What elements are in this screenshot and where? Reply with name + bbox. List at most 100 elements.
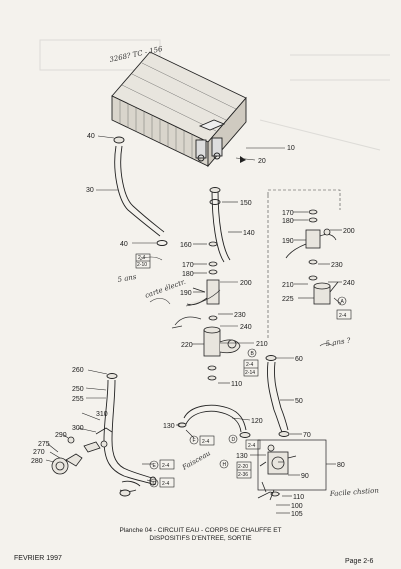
label-190-center: 190 xyxy=(180,290,192,297)
label-180-right: 180 xyxy=(282,218,294,225)
label-140: 140 xyxy=(243,230,255,237)
svg-text:2-10: 2-10 xyxy=(137,262,147,268)
caption-line-1: Planche 04 - CIRCUIT EAU - CORPS DE CHAU… xyxy=(119,527,282,534)
central-valve-stack xyxy=(186,241,241,381)
svg-text:2-14: 2-14 xyxy=(245,370,255,376)
svg-text:H: H xyxy=(223,462,227,468)
label-130-left: 130 xyxy=(163,423,175,430)
svg-text:E: E xyxy=(153,463,157,469)
label-240-right: 240 xyxy=(343,280,355,287)
label-200-center: 200 xyxy=(240,280,252,287)
ref-box-8: 2-20 2-36 xyxy=(236,461,252,479)
letter-c: C xyxy=(149,478,159,488)
svg-text:2-4: 2-4 xyxy=(138,255,145,261)
ref-box-5: 2-4 xyxy=(159,459,175,470)
pump-90 xyxy=(259,444,297,475)
label-280: 280 xyxy=(31,458,43,465)
caption-line-2: DISPOSITIFS D'ENTREE, SORTIE xyxy=(149,535,252,542)
letter-a: A xyxy=(337,296,347,306)
svg-text:2-4: 2-4 xyxy=(339,313,346,319)
pipe-120 xyxy=(177,404,251,438)
letter-e: E xyxy=(149,460,159,470)
label-210-center: 210 xyxy=(256,341,268,348)
label-190-right: 190 xyxy=(282,238,294,245)
label-255: 255 xyxy=(72,396,84,403)
label-300: 300 xyxy=(72,425,84,432)
label-80: 80 xyxy=(337,462,345,469)
pipe-50 xyxy=(265,355,290,437)
svg-text:2-4: 2-4 xyxy=(162,481,169,487)
svg-text:B: B xyxy=(251,351,255,357)
letter-h: H xyxy=(219,459,229,469)
label-30: 30 xyxy=(86,187,94,194)
label-290: 290 xyxy=(55,432,67,439)
label-250: 250 xyxy=(72,386,84,393)
svg-text:2-20: 2-20 xyxy=(238,464,248,470)
svg-text:A: A xyxy=(341,299,345,305)
label-230-center: 230 xyxy=(234,312,246,319)
svg-text:C: C xyxy=(153,481,157,487)
label-70: 70 xyxy=(303,432,311,439)
label-110-bottom: 110 xyxy=(293,494,304,501)
label-310: 310 xyxy=(96,411,108,418)
ref-box-1: 2-4 2-10 xyxy=(135,253,151,269)
label-260: 260 xyxy=(72,367,84,374)
right-valve-group xyxy=(285,209,339,305)
svg-text:2-4: 2-4 xyxy=(162,463,169,469)
box-80 xyxy=(257,439,327,491)
background-ghost-print xyxy=(39,39,390,151)
svg-text:2-36: 2-36 xyxy=(238,472,248,478)
heater-core xyxy=(111,51,247,168)
label-200-right: 200 xyxy=(343,228,355,235)
label-20: 20 xyxy=(258,158,266,165)
svg-text:2-4: 2-4 xyxy=(248,443,255,449)
svg-text:2-4: 2-4 xyxy=(202,439,209,445)
svg-text:2-4: 2-4 xyxy=(246,362,253,368)
label-210-right: 210 xyxy=(282,282,294,289)
o-ring-40 xyxy=(156,240,168,246)
label-90: 90 xyxy=(301,473,309,480)
label-275: 275 xyxy=(38,441,50,448)
handwriting-facile: Facile chstion xyxy=(329,487,380,499)
label-170-right: 170 xyxy=(282,210,294,217)
pipe-250-255 xyxy=(103,373,157,497)
label-225: 225 xyxy=(282,296,294,303)
letter-d: D xyxy=(228,434,238,444)
label-110-center: 110 xyxy=(231,381,242,388)
letter-f: F xyxy=(189,435,199,445)
handwriting-faisceau: Faisceau xyxy=(180,449,212,472)
label-130-right: 130 xyxy=(236,453,248,460)
label-160: 160 xyxy=(180,242,192,249)
svg-text:D: D xyxy=(232,437,236,443)
handwriting-5ans-q: 5 ans ? xyxy=(325,337,351,348)
pipe-30 xyxy=(113,136,165,237)
ref-box-6: 2-4 xyxy=(159,477,175,488)
footer-page: Page 2-6 xyxy=(345,558,374,565)
label-270: 270 xyxy=(33,449,45,456)
label-50: 50 xyxy=(295,398,303,405)
ref-box-3: 2-4 xyxy=(199,435,215,446)
label-100: 100 xyxy=(291,503,303,510)
handwriting-5ans: 5 ans xyxy=(117,273,137,284)
label-40-bottom: 40 xyxy=(120,241,128,248)
fittings-100-110 xyxy=(257,481,281,501)
ref-box-2: 2-4 xyxy=(336,309,352,320)
drain-valve xyxy=(51,427,113,475)
ref-box-7: 2-4 xyxy=(245,439,261,450)
svg-text:F: F xyxy=(193,438,196,444)
dashed-frame xyxy=(267,189,341,340)
label-10: 10 xyxy=(287,145,295,152)
letter-b: B xyxy=(247,348,257,358)
label-170-center: 170 xyxy=(182,262,194,269)
label-180-center: 180 xyxy=(182,271,194,278)
label-105: 105 xyxy=(291,511,303,518)
footer-date: FEVRIER 1997 xyxy=(14,555,62,562)
hand-sketch-central xyxy=(171,316,202,329)
label-240-center: 240 xyxy=(240,324,252,331)
pipe-140 xyxy=(209,187,231,263)
label-220: 220 xyxy=(181,342,193,349)
label-150: 150 xyxy=(240,200,252,207)
label-230-right: 230 xyxy=(331,262,343,269)
